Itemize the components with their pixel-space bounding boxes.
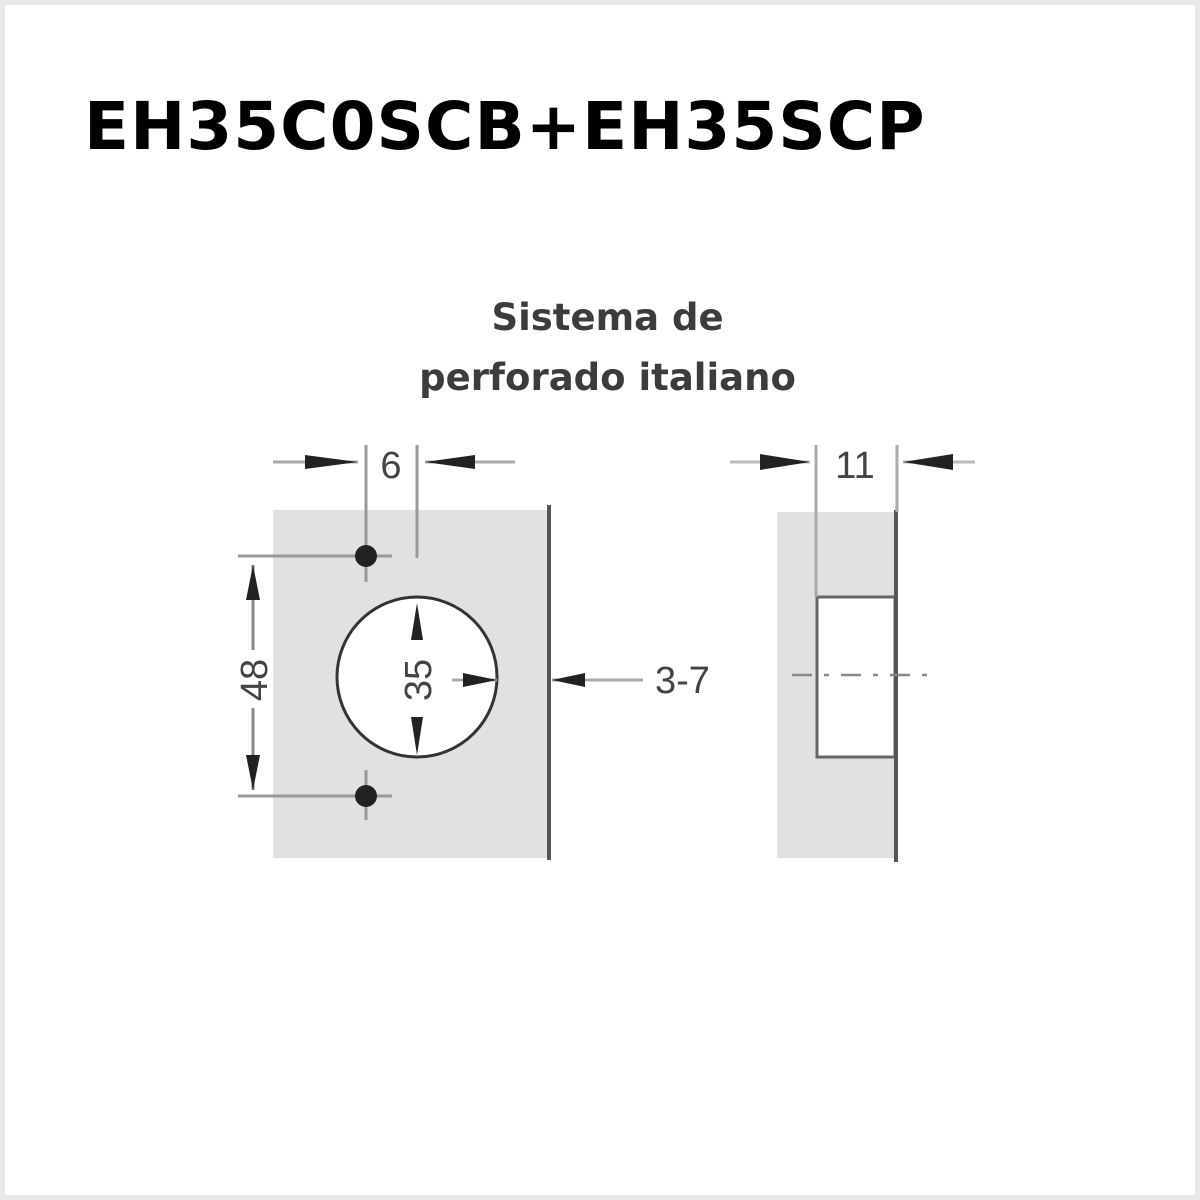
side-view: 11 <box>730 445 975 862</box>
dim-3-7-label: 3-7 <box>655 660 710 702</box>
dim-6-label: 6 <box>380 445 401 487</box>
product-title: EH35C0SCB+EH35SCP <box>84 88 926 165</box>
arrow-icon <box>425 455 475 469</box>
subtitle-line-2: perforado italiano <box>419 356 796 399</box>
screw-hole <box>355 545 377 567</box>
arrow-icon <box>903 454 953 470</box>
arrow-icon <box>760 454 810 470</box>
arrow-icon <box>305 455 358 469</box>
front-view: 6 48 35 3-7 <box>234 445 710 860</box>
screw-hole <box>355 785 377 807</box>
cup-section <box>815 595 897 759</box>
dim-11-label: 11 <box>835 445 874 487</box>
dim-48-label: 48 <box>234 659 276 701</box>
cup-hole <box>335 595 499 759</box>
dim-35-label: 35 <box>398 659 440 701</box>
subtitle-line-1: Sistema de <box>491 296 724 339</box>
